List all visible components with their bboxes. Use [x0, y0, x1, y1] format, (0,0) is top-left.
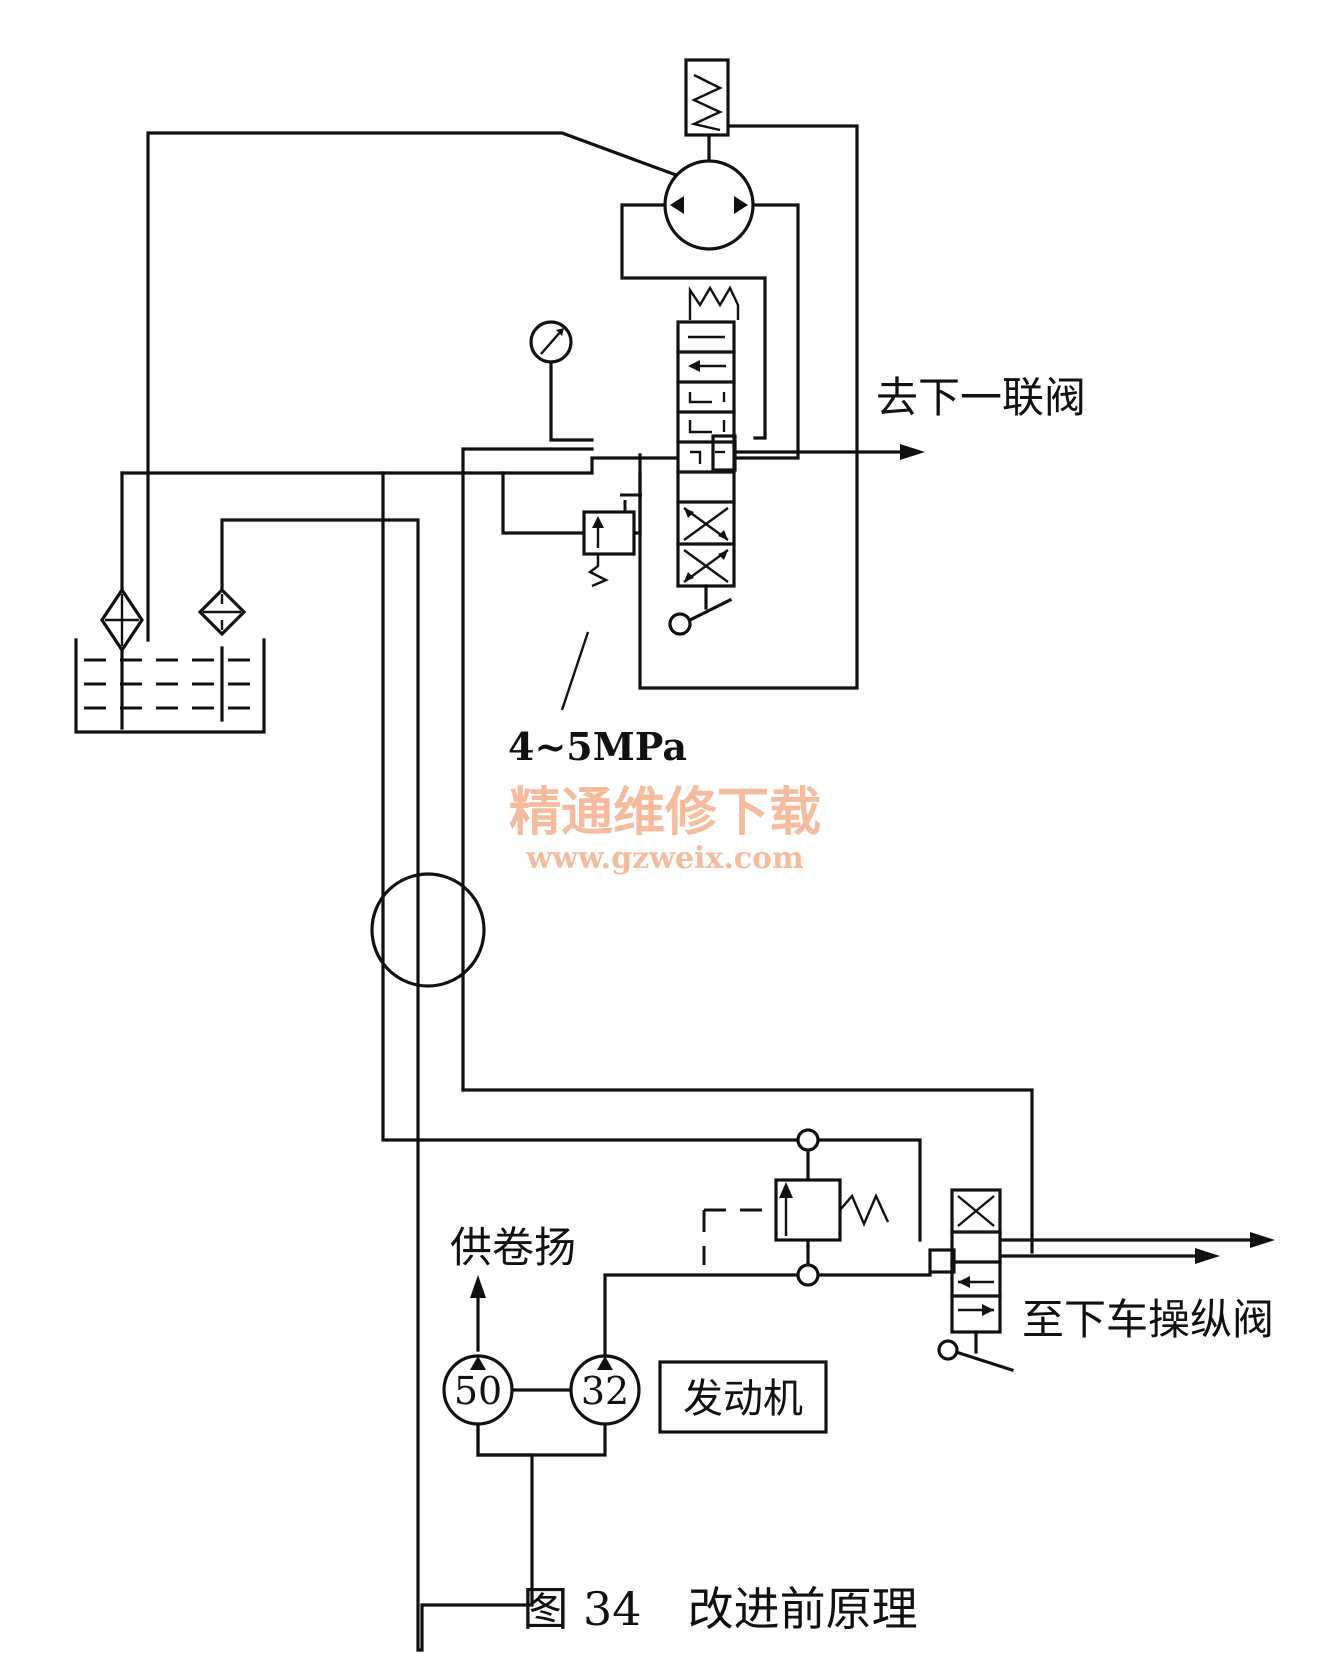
supply-winch-label: 供卷扬	[450, 1223, 576, 1272]
arrowheads	[470, 444, 1275, 1298]
pressure-pointer-line	[560, 631, 590, 711]
relief-valve-lower	[702, 1128, 890, 1287]
valve-spring	[688, 285, 740, 320]
rotary-joint	[370, 872, 486, 988]
oil-tank	[74, 638, 266, 734]
engine-box: 发动机	[658, 1360, 828, 1434]
filter-right-icon	[197, 587, 247, 637]
figure-caption: 图 34 改进前原理	[522, 1582, 917, 1636]
engine-label: 发动机	[683, 1376, 803, 1422]
watermark-title: 精通维修下载	[509, 782, 821, 843]
watermark-url: www.gzweix.com	[525, 841, 804, 876]
pump-32-label: 32	[581, 1369, 629, 1413]
pump-32: 32	[569, 1354, 641, 1426]
pressure-gauge-icon	[529, 320, 573, 364]
relief-valve-upper	[582, 493, 650, 588]
pump-50: 50	[442, 1354, 514, 1426]
to-lower-valve-label: 至下车操纵阀	[1022, 1295, 1274, 1344]
hydraulic-motor	[663, 58, 755, 251]
directional-valve-lower	[928, 1188, 1015, 1373]
directional-valve-upper	[668, 320, 737, 636]
filter-left-icon	[100, 587, 144, 653]
pipe-lines	[120, 124, 1267, 1652]
pump-50-label: 50	[454, 1369, 502, 1413]
pressure-label: 4~5MPa	[508, 724, 687, 769]
to-next-valve-label: 去下一联阀	[876, 373, 1086, 422]
